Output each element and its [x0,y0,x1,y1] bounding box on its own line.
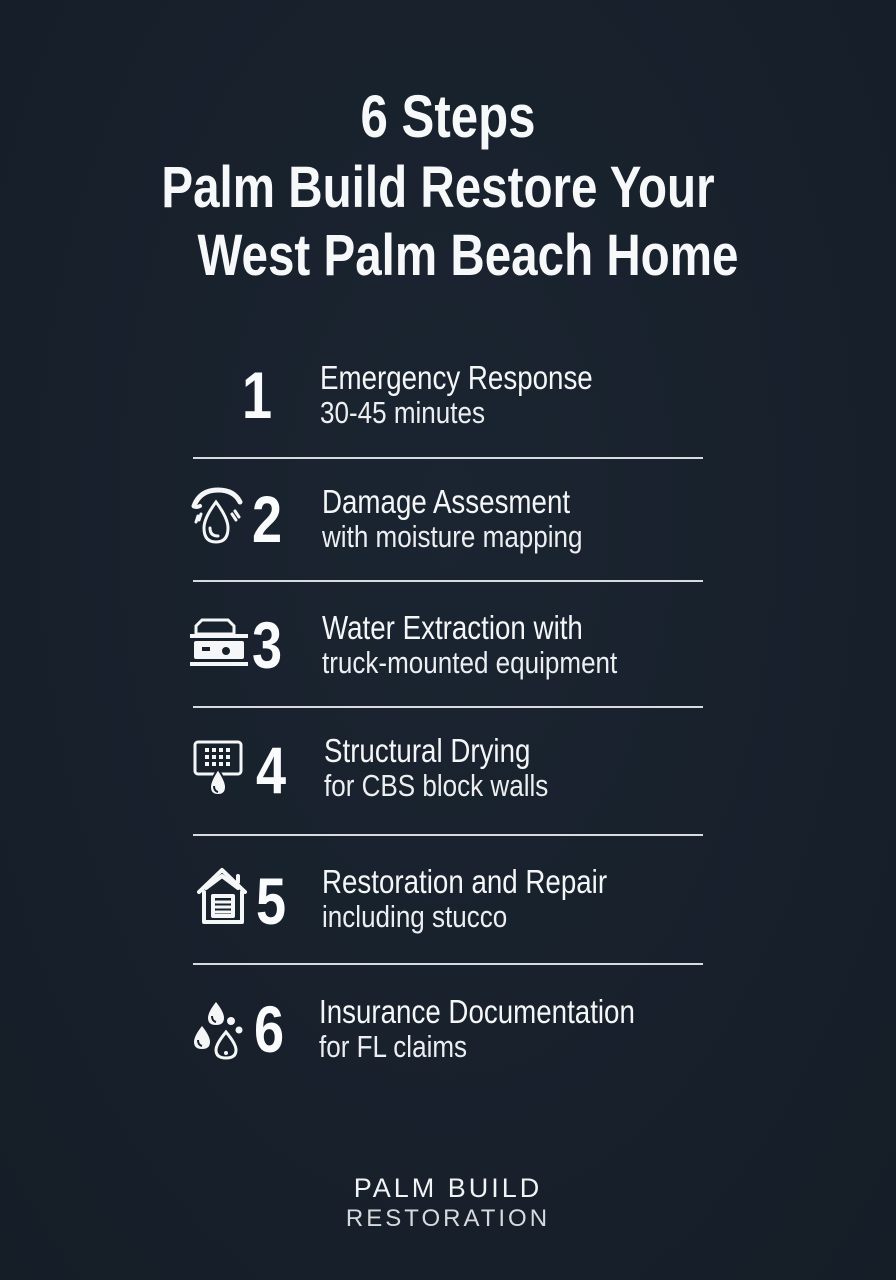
step-heading: Insurance Documentation [319,993,635,1030]
step-subtext: for FL claims [319,1029,468,1064]
title-line-3: West Palm Beach Home [197,223,739,288]
divider [193,457,703,459]
step-number: 6 [254,992,285,1066]
step-subtext: truck-mounted equipment [322,645,618,680]
step-3: 3 Water Extraction with truck-mounted eq… [0,608,896,698]
house-icon [196,864,252,924]
step-heading: Water Extraction with [322,609,583,646]
step-heading: Structural Drying [324,732,531,769]
divider [193,580,703,582]
brand-name: PALM BUILD [353,1173,543,1203]
step-number: 3 [252,608,283,682]
divider [193,963,703,965]
water-drop-inspection-icon [190,486,246,544]
step-1: 1 Emergency Response 30-45 minutes [0,360,896,450]
step-4: 4 Structural Drying for CBS block walls [0,733,896,823]
divider [193,706,703,708]
step-5: 5 Restoration and Repair including stucc… [0,862,896,952]
step-subtext: including stucco [322,899,508,934]
step-heading: Emergency Response [320,359,593,396]
divider [193,834,703,836]
title-line-2: Palm Build Restore Your [161,155,715,220]
step-number: 2 [252,482,283,556]
brand-tagline: RESTORATION [345,1205,551,1232]
step-heading: Restoration and Repair [322,863,608,900]
title-line-1: 6 Steps [360,83,536,150]
step-6: 6 Insurance Documentation for FL claims [0,992,896,1082]
wall-drying-icon [192,739,248,797]
step-heading: Damage Assesment [322,483,571,520]
step-subtext: 30-45 minutes [320,395,486,430]
extraction-machine-icon [188,614,248,670]
step-number: 1 [242,358,273,432]
step-number: 5 [256,864,287,938]
step-number: 4 [256,733,287,807]
step-2: 2 Damage Assesment with moisture mapping [0,482,896,572]
step-subtext: with moisture mapping [322,519,583,554]
step-subtext: for CBS block walls [324,768,549,803]
water-drops-icon [192,998,248,1060]
